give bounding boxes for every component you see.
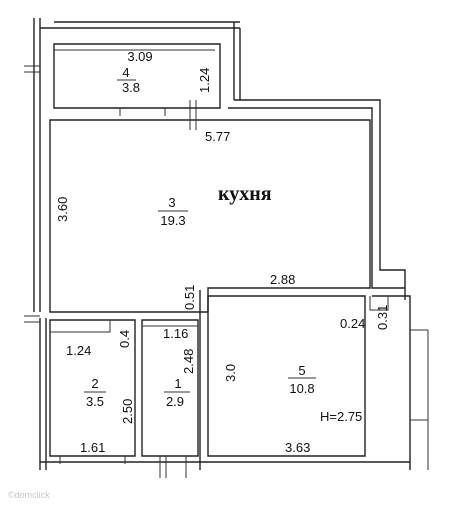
room-1-number: 1 (174, 376, 181, 391)
room-2-area: 3.5 (86, 394, 104, 409)
dim-2-88: 2.88 (270, 272, 295, 287)
watermark: ©domclick (8, 490, 50, 500)
dim-0-24: 0.24 (340, 316, 365, 331)
dim-3-0-vertical: 3.0 (223, 364, 238, 382)
ceiling-height: H=2.75 (320, 409, 362, 424)
walls (24, 18, 429, 478)
room-1: 1 2.9 (164, 376, 190, 409)
dim-5-77: 5.77 (205, 129, 230, 144)
room-4-number: 4 (122, 65, 129, 80)
dim-0-51-vertical: 0.51 (182, 285, 197, 310)
room-3: 3 19.3 кухня (158, 183, 272, 228)
dim-0-4-vertical: 0.4 (117, 330, 132, 348)
room-4-dimension: 3.09 (127, 49, 152, 64)
dim-3-63: 3.63 (285, 440, 310, 455)
dim-3-60-vertical: 3.60 (55, 197, 70, 222)
room-3-number: 3 (168, 195, 175, 210)
room-4-area: 3.8 (122, 80, 140, 95)
dim-1-24-vertical: 1.24 (197, 68, 212, 93)
kitchen-label: кухня (218, 183, 272, 205)
dim-1-16: 1.16 (163, 326, 188, 341)
dim-1-61: 1.61 (80, 440, 105, 455)
room-5: 5 10.8 H=2.75 (288, 363, 362, 424)
dim-0-31-vertical: 0.31 (375, 305, 390, 330)
room-5-number: 5 (298, 363, 305, 378)
room-2: 2 3.5 (84, 376, 106, 409)
room-3-area: 19.3 (160, 213, 185, 228)
room-4: 3.09 4 3.8 (117, 49, 153, 95)
dim-2-48-vertical: 2.48 (181, 349, 196, 374)
room-5-area: 10.8 (289, 381, 314, 396)
room-2-number: 2 (91, 376, 98, 391)
room-1-area: 2.9 (166, 394, 184, 409)
dim-2-50-vertical: 2.50 (120, 399, 135, 424)
dim-1-24: 1.24 (66, 343, 91, 358)
